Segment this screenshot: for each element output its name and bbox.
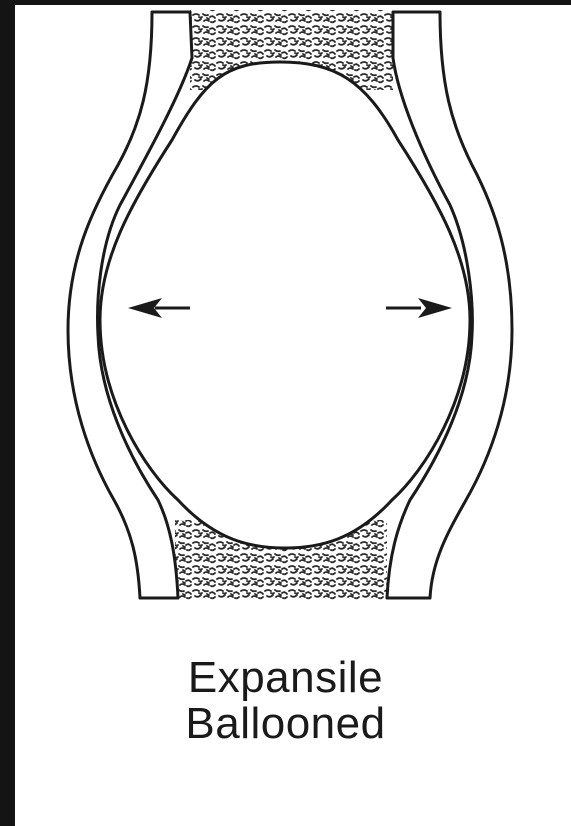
figure-caption: Expansile Ballooned <box>0 655 571 747</box>
caption-line-expansile: Expansile <box>0 655 571 701</box>
caption-line-ballooned: Ballooned <box>0 701 571 747</box>
